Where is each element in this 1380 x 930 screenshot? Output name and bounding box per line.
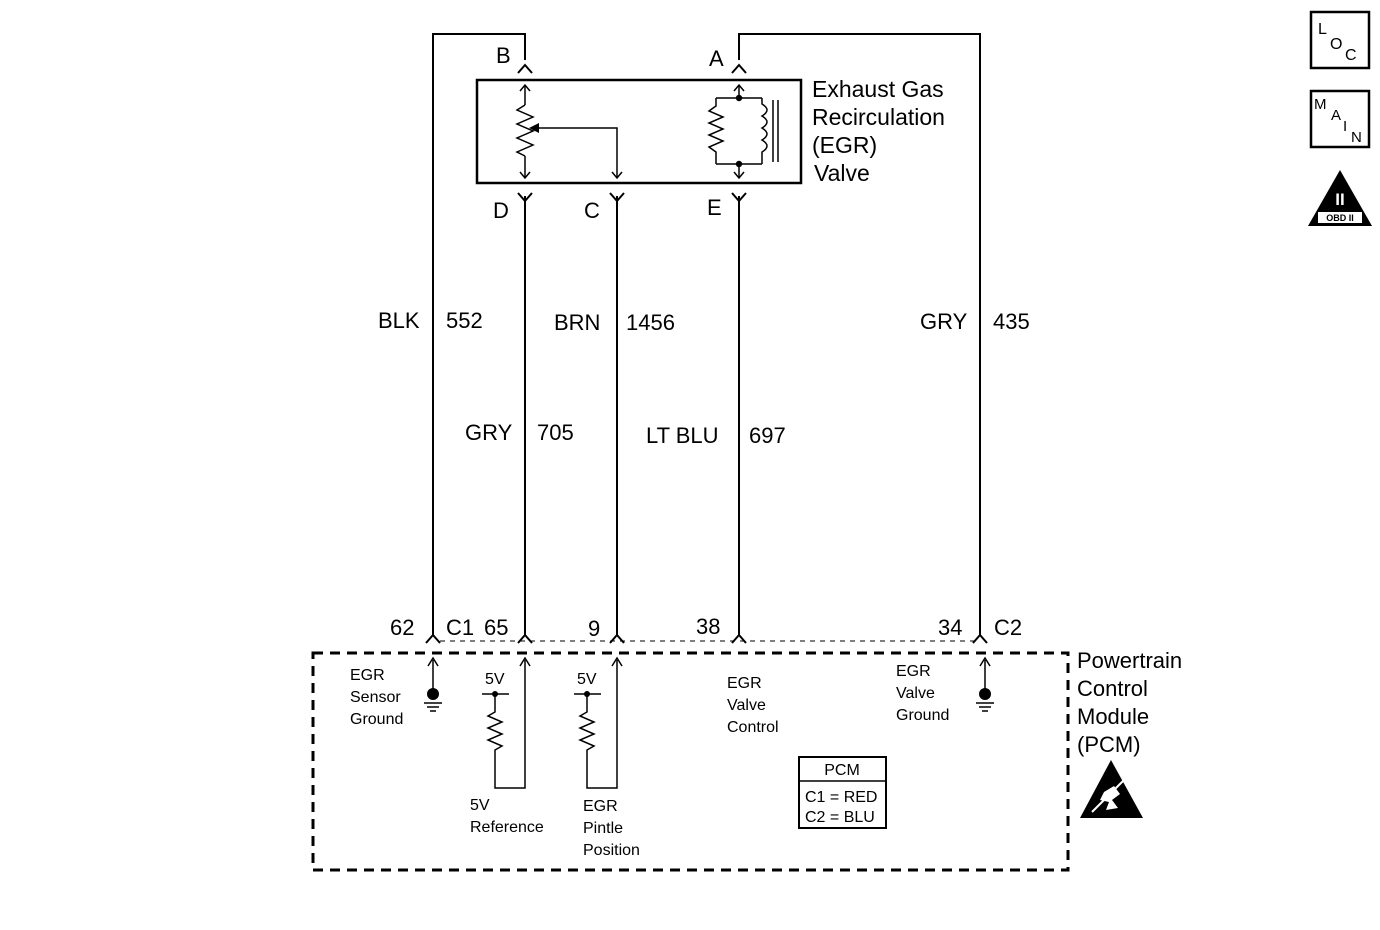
main-icon[interactable]: M A I N: [1309, 89, 1371, 149]
pcm: 62 C1 65 9 38 34 C2: [311, 614, 1188, 872]
reference-circuit: [482, 656, 531, 789]
esd-warning-icon: [1080, 760, 1143, 818]
pin-b-label: B: [496, 43, 511, 68]
valve-ground-node-icon: [979, 688, 991, 700]
pin-a-connector-icon: [731, 63, 747, 74]
wire-705-color: GRY: [465, 420, 513, 445]
pin-c-connector-icon: [609, 192, 625, 203]
pin-34-label: 34: [938, 615, 962, 640]
sensor-ground-circuit: [424, 656, 442, 712]
valve-ground-icon: [976, 702, 994, 712]
wire-697-color: LT BLU: [646, 423, 719, 448]
svg-text:O: O: [1330, 36, 1342, 53]
egr-valve-title: Exhaust Gas Recirculation (EGR) Valve: [812, 76, 951, 186]
pcm-legend-row-1: C1 = RED: [805, 789, 877, 806]
svg-text:I: I: [1343, 118, 1347, 135]
connector-c1-label: C1: [446, 615, 474, 640]
loc-icon[interactable]: L O C: [1309, 10, 1371, 70]
potentiometer-icon: [515, 83, 623, 180]
pintle-circuit: [574, 656, 623, 789]
pcm-legend-row-2: C2 = BLU: [805, 809, 875, 826]
reference-label: 5V Reference: [470, 797, 544, 836]
valve-control-label: EGR Valve Control: [727, 675, 779, 736]
wire-697-circuit: 697: [749, 423, 786, 448]
obd-ii-icon[interactable]: II OBD II: [1308, 170, 1372, 226]
pin-d-connector-icon: [517, 192, 533, 203]
svg-text:OBD II: OBD II: [1326, 213, 1354, 223]
wires: [432, 33, 981, 636]
pcm-legend-title: PCM: [824, 762, 860, 779]
pin-34-connector-icon: [972, 633, 988, 644]
sensor-ground-label: EGR Sensor Ground: [350, 667, 405, 728]
solenoid-icon: [707, 83, 779, 180]
egr-valve: B A D C E Exhaust Gas Recirculation (EGR…: [475, 43, 951, 223]
wire-552-circuit: 552: [446, 308, 483, 333]
pin-b-connector-icon: [517, 63, 533, 74]
wire-1456-circuit: 1456: [626, 310, 675, 335]
pcm-legend: PCM C1 = RED C2 = BLU: [798, 756, 887, 829]
egr-valve-title-line-3: (EGR): [812, 132, 877, 158]
pintle-position-label: EGR Pintle Position: [583, 798, 640, 859]
egr-valve-title-line-4: Valve: [814, 160, 870, 186]
pin-9-connector-icon: [609, 633, 625, 644]
pin-e-label: E: [707, 195, 722, 220]
pintle-voltage-label: 5V: [577, 671, 597, 688]
sensor-ground-icon: [424, 702, 442, 712]
pin-9-label: 9: [588, 616, 600, 641]
pcm-outline[interactable]: [311, 651, 1070, 872]
sensor-ground-node-icon: [427, 688, 439, 700]
svg-text:C: C: [1345, 47, 1357, 64]
pin-65-label: 65: [484, 615, 508, 640]
egr-valve-title-line-2: Recirculation: [812, 104, 945, 130]
pintle-resistor-icon: [578, 660, 618, 789]
valve-ground-label: EGR Valve Ground: [896, 663, 949, 724]
pin-62-connector-icon: [425, 633, 441, 644]
svg-text:L: L: [1318, 21, 1327, 38]
wire-435[interactable]: [738, 33, 981, 636]
egr-valve-body[interactable]: [475, 78, 803, 185]
pin-38-connector-icon: [731, 633, 747, 644]
side-icons: L O C M A I N II OBD II: [1308, 10, 1372, 226]
pcm-title: Powertrain Control Module (PCM): [1077, 648, 1188, 757]
pin-a-label: A: [709, 46, 724, 71]
pin-e-connector-icon: [731, 192, 747, 203]
reference-voltage-label: 5V: [485, 671, 505, 688]
svg-text:M: M: [1314, 96, 1327, 113]
svg-text:A: A: [1331, 107, 1341, 124]
egr-valve-title-line-1: Exhaust Gas: [812, 76, 944, 102]
svg-text:II: II: [1335, 190, 1344, 209]
connector-c2-label: C2: [994, 615, 1022, 640]
wire-435-color: GRY: [920, 309, 968, 334]
valve-ground-circuit: [976, 656, 994, 712]
wire-552[interactable]: [432, 33, 526, 636]
svg-text:N: N: [1351, 129, 1362, 146]
pin-38-label: 38: [696, 614, 720, 639]
pin-c-label: C: [584, 198, 600, 223]
reference-resistor-icon: [486, 660, 526, 789]
wire-435-circuit: 435: [993, 309, 1030, 334]
wire-1456-color: BRN: [554, 310, 600, 335]
wire-552-color: BLK: [378, 308, 420, 333]
wire-labels: BLK 552 BRN 1456 GRY 435 GRY 705 LT BLU …: [378, 308, 1030, 448]
pin-62-label: 62: [390, 615, 414, 640]
wire-705-circuit: 705: [537, 420, 574, 445]
pin-d-label: D: [493, 198, 509, 223]
pin-65-connector-icon: [517, 633, 533, 644]
